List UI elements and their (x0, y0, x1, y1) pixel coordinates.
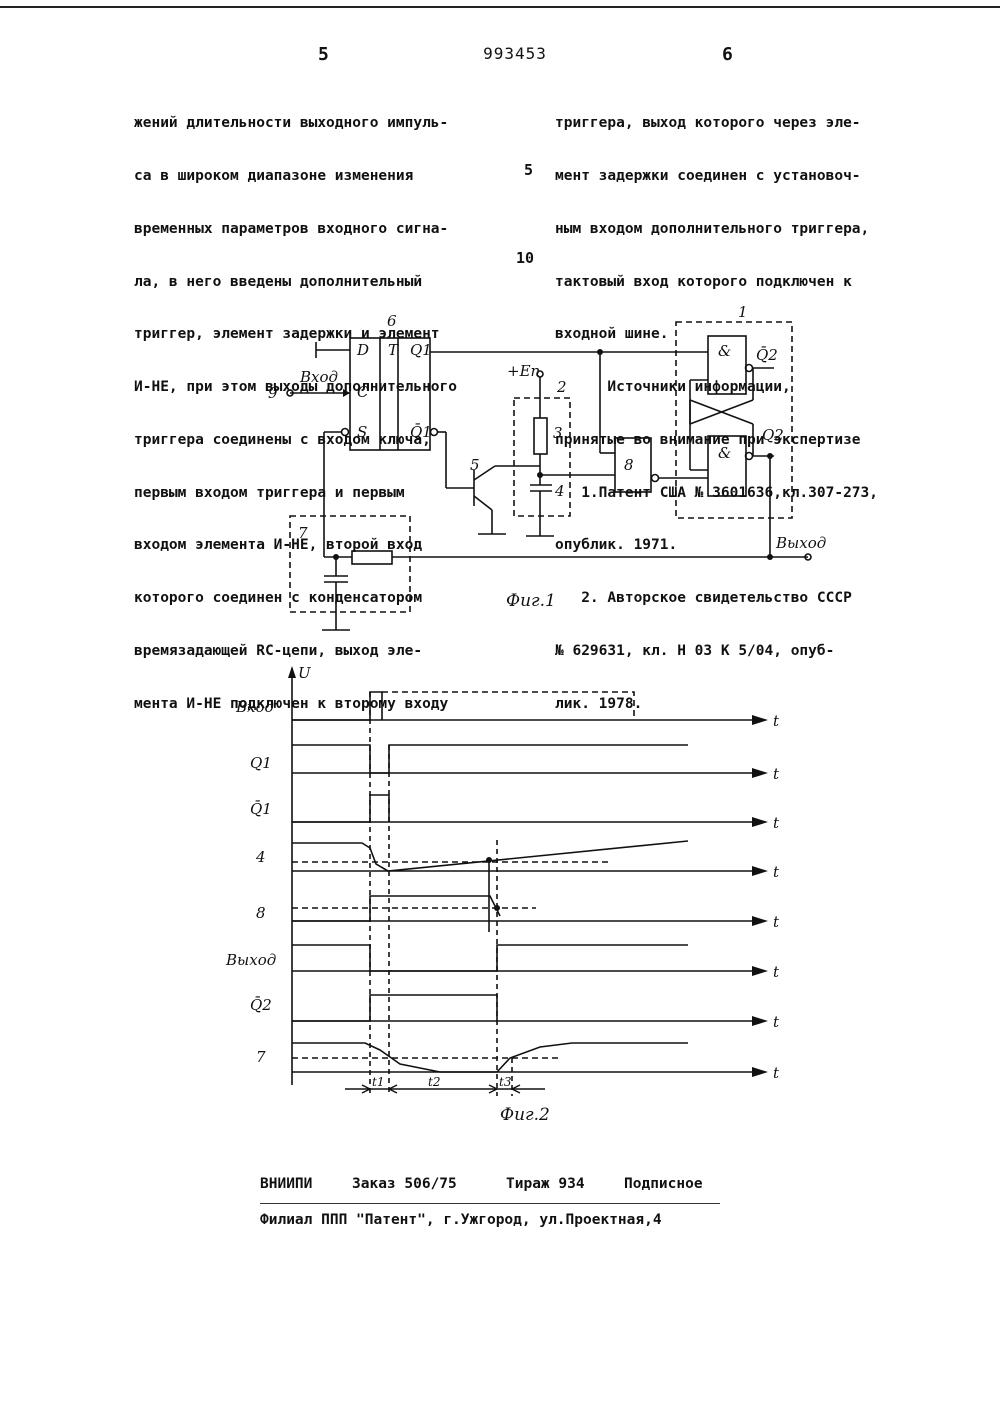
label-element-1: 1 (738, 303, 748, 321)
interval-t2: t2 (428, 1075, 440, 1089)
pin-q1: Q1 (410, 341, 432, 359)
time-label: t (773, 765, 780, 783)
interval-t1: t1 (372, 1075, 384, 1089)
label-element-6: 6 (387, 312, 397, 330)
output-label: Выход (775, 534, 826, 552)
pin-c: C (357, 383, 369, 401)
footer-order: Заказ 506/75 (352, 1176, 457, 1192)
row-label-8: 8 (256, 904, 266, 922)
interval-t3: t3 (499, 1075, 512, 1089)
nand-symbol-bottom: & (718, 444, 731, 462)
rs-output-q2: Q2 (762, 426, 784, 444)
pin-q1-bar: Q̄1 (410, 423, 432, 441)
footer-subscription: Подписное (624, 1176, 703, 1192)
input-label: Вход (299, 368, 338, 386)
rs-output-q2-bar: Q̄2 (756, 346, 778, 364)
time-label: t (773, 863, 780, 881)
row-label-input: Вход (235, 698, 274, 716)
time-label: t (773, 913, 780, 931)
label-element-4: 4 (554, 482, 565, 500)
time-label: t (773, 712, 780, 730)
row-label-q2-bar: Q̄2 (250, 996, 272, 1014)
footer-run: Тираж 934 (506, 1176, 585, 1192)
footer-separator (260, 1203, 720, 1204)
footer-address: Филиал ППП "Патент", г.Ужгород, ул.Проек… (260, 1212, 662, 1228)
nand-symbol-top: & (718, 342, 731, 360)
label-element-3: 3 (553, 424, 563, 442)
time-label: t (773, 814, 780, 832)
time-label: t (773, 1013, 780, 1031)
footer-org: ВНИИПИ (260, 1176, 312, 1192)
y-axis-label: U (298, 664, 312, 682)
fig2-caption: Фиг.2 (500, 1105, 550, 1125)
time-label: t (773, 963, 780, 981)
row-label-output: Выход (225, 951, 276, 969)
label-element-8: 8 (624, 456, 634, 474)
label-element-5: 5 (470, 456, 480, 474)
row-label-q1: Q1 (250, 754, 272, 772)
pin-s: S (357, 423, 367, 441)
pin-d: D (356, 341, 369, 359)
row-label-7: 7 (256, 1048, 266, 1066)
row-label-4: 4 (255, 848, 266, 866)
fig1-caption: Фиг.1 (506, 591, 556, 611)
time-label: t (773, 1064, 780, 1082)
input-number: 9 (268, 384, 278, 402)
label-element-2: 2 (556, 378, 567, 396)
row-label-q1-bar: Q̄1 (250, 800, 272, 818)
label-element-7: 7 (298, 524, 308, 542)
supply-label: +Еп (507, 362, 540, 380)
pin-t: T (388, 341, 399, 359)
